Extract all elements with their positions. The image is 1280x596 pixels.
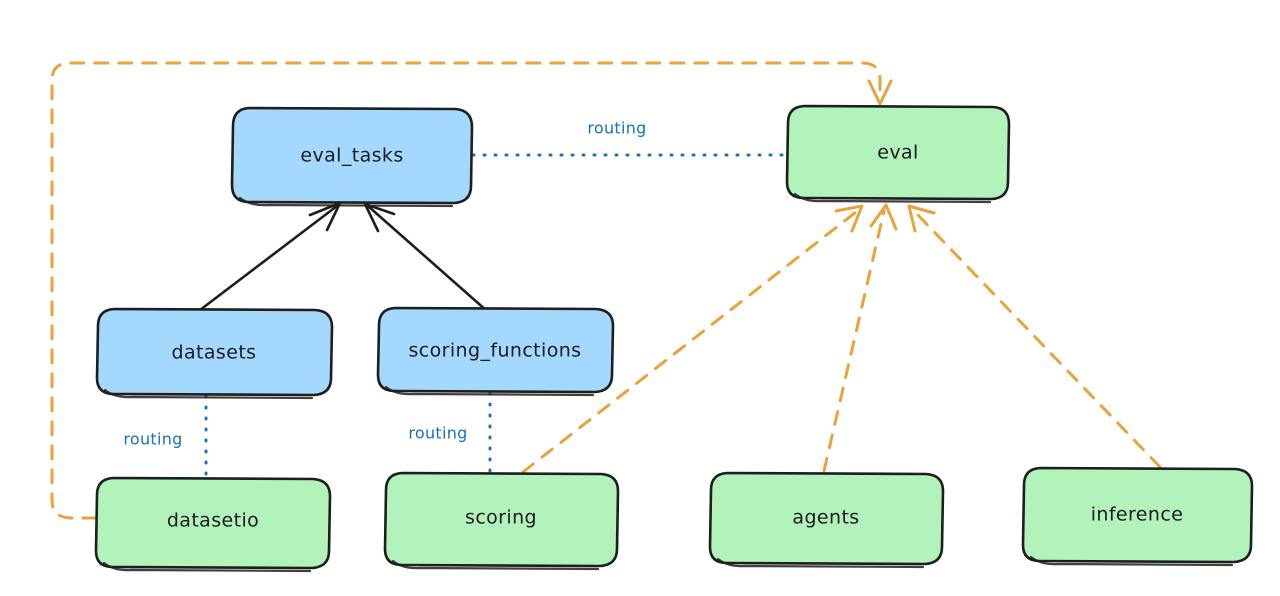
arrowhead-datasetio-eval bbox=[867, 79, 893, 106]
edge-datasets-eval-tasks[interactable] bbox=[198, 204, 339, 312]
node-scoring-functions[interactable]: scoring_functions bbox=[376, 306, 615, 397]
node-label-datasetio: datasetio bbox=[167, 510, 259, 532]
edge-label-routing-left: routing bbox=[123, 430, 182, 449]
edge-group-composition bbox=[198, 201, 489, 313]
node-label-datasets: datasets bbox=[172, 342, 257, 364]
edge-agents-eval[interactable] bbox=[822, 209, 886, 473]
node-eval-tasks[interactable]: eval_tasks bbox=[230, 106, 474, 208]
node-eval[interactable]: eval bbox=[785, 104, 1011, 204]
node-agents[interactable]: agents bbox=[708, 471, 945, 569]
arrowhead-agents-eval bbox=[869, 203, 898, 231]
node-label-agents: agents bbox=[792, 507, 859, 529]
edge-datasetio-eval[interactable] bbox=[50, 61, 882, 520]
edge-label-routing-middle: routing bbox=[408, 424, 467, 443]
node-scoring[interactable]: scoring bbox=[383, 471, 620, 571]
node-label-inference: inference bbox=[1091, 504, 1184, 526]
node-datasets[interactable]: datasets bbox=[95, 307, 334, 400]
arrowhead-scoring-eval bbox=[834, 204, 864, 233]
node-datasetio[interactable]: datasetio bbox=[94, 476, 332, 573]
node-label-eval: eval bbox=[877, 142, 918, 164]
node-label-eval-tasks: eval_tasks bbox=[300, 145, 403, 167]
arrowhead-inference-eval bbox=[907, 204, 936, 233]
arrowhead-scoring-functions-eval-tasks bbox=[363, 202, 396, 233]
node-label-scoring-functions: scoring_functions bbox=[409, 340, 582, 362]
edge-scoring-functions-eval-tasks[interactable] bbox=[366, 204, 489, 313]
edge-inference-eval[interactable] bbox=[913, 210, 1162, 469]
edge-label-group: routing routing routing bbox=[123, 119, 646, 449]
node-label-scoring: scoring bbox=[465, 507, 537, 529]
node-inference[interactable]: inference bbox=[1021, 466, 1254, 567]
edge-label-routing-top: routing bbox=[587, 119, 646, 138]
edge-group-routing bbox=[204, 153, 788, 479]
edge-group-dependencies bbox=[50, 61, 1162, 520]
